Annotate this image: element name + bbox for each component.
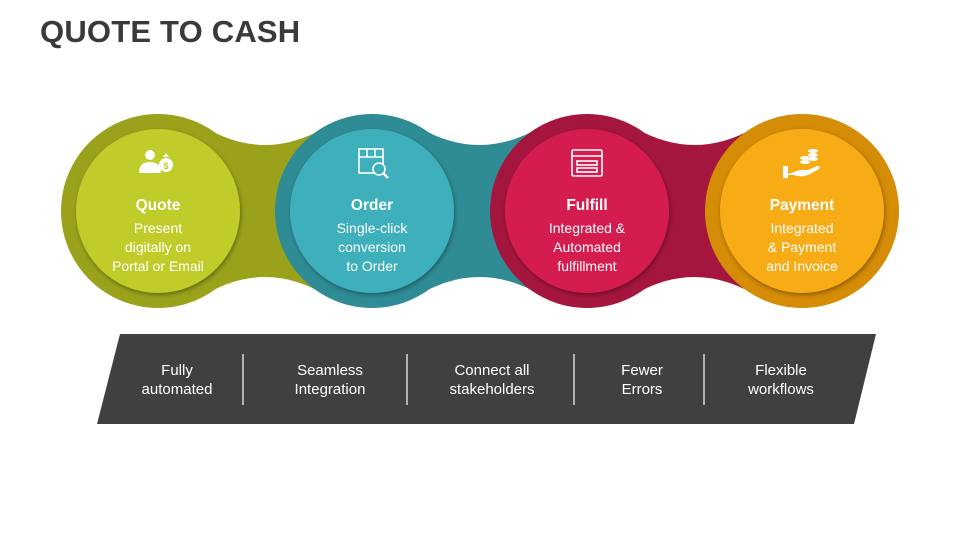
browser-window-icon xyxy=(571,149,603,177)
step-description-line: Portal or Email xyxy=(112,258,204,274)
step-description-line: conversion xyxy=(338,239,406,255)
step-description-line: Single-click xyxy=(337,220,409,236)
step-description-line: Automated xyxy=(553,239,621,255)
benefit-line: automated xyxy=(141,381,213,398)
benefit-connect-stakeholders: Connect all stakeholders xyxy=(413,358,571,402)
benefit-line: Fewer xyxy=(621,362,663,379)
benefit-line: workflows xyxy=(748,381,814,398)
svg-text:$: $ xyxy=(163,161,168,171)
benefit-fewer-errors: Fewer Errors xyxy=(582,358,702,402)
step-description-line: digitally on xyxy=(125,239,191,255)
benefit-line: Seamless xyxy=(297,362,363,379)
box-search-icon xyxy=(358,148,389,179)
step-heading: Order xyxy=(351,197,393,214)
step-description-line: Present xyxy=(134,220,182,236)
step-description-line: Integrated xyxy=(770,220,833,236)
step-heading: Quote xyxy=(136,197,181,214)
benefit-line: Fully xyxy=(161,362,193,379)
benefit-line: stakeholders xyxy=(449,381,535,398)
benefit-line: Connect all xyxy=(454,362,530,379)
benefit-fully-automated: Fully automated xyxy=(120,358,234,402)
step-description-line: fulfillment xyxy=(557,258,616,274)
benefit-flexible-workflows: Flexible workflows xyxy=(712,358,850,402)
step-inner-circle xyxy=(76,129,240,293)
step-description-line: & Payment xyxy=(768,239,837,255)
step-description-line: Integrated & xyxy=(549,220,626,236)
benefit-line: Errors xyxy=(621,381,663,398)
benefit-dividers xyxy=(242,354,705,405)
step-inner-circle xyxy=(505,129,669,293)
benefit-line: Integration xyxy=(294,381,366,398)
benefit-seamless-integration: Seamless Integration xyxy=(255,358,405,402)
step-inner-circle xyxy=(290,129,454,293)
hand-coins-icon xyxy=(783,149,820,178)
step-heading: Payment xyxy=(770,197,835,214)
person-money-bag-icon: $ xyxy=(139,150,173,173)
page-title: QUOTE TO CASH xyxy=(40,14,301,49)
step-heading: Fulfill xyxy=(566,197,607,214)
step-inner-circle xyxy=(720,129,884,293)
benefits-band xyxy=(97,334,876,424)
step-description-line: and Invoice xyxy=(766,258,838,274)
benefit-line: Flexible xyxy=(755,362,807,379)
step-description-line: to Order xyxy=(346,258,398,274)
